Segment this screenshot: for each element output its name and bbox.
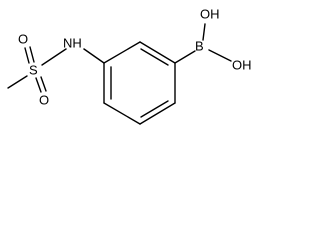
- oxygen-label-bottom: O: [39, 92, 49, 107]
- boron-hydroxyl-bond-1: [202, 23, 206, 41]
- hydroxyl-label-right: OH: [232, 57, 252, 72]
- ring-bond-4: [139, 102, 176, 125]
- ring-bond-5: [103, 102, 141, 125]
- ring-bond-2: [139, 41, 176, 64]
- sulfur-nitrogen-bond: [41, 48, 67, 66]
- bonds: [7, 23, 232, 125]
- methyl-sulfur-bond: [7, 75, 28, 89]
- ring-boron-bond: [174, 50, 196, 64]
- nitrogen-hydrogen-label: NH: [63, 35, 82, 50]
- sulfur-oxygen-double-bond-c: [35, 77, 42, 93]
- sulfur-oxygen-double-bond-d: [40, 76, 47, 92]
- ring-inner-bond-1: [140, 48, 169, 66]
- structure-diagram: S O O NH B OH OH: [7, 6, 252, 125]
- boron-hydroxyl-bond-2: [208, 49, 232, 62]
- sulfur-label: S: [29, 62, 38, 77]
- hydroxyl-label-top: OH: [200, 6, 220, 21]
- sulfur-oxygen-double-bond-a: [24, 47, 30, 64]
- ring-inner-bond-2: [140, 100, 169, 118]
- nitrogen-ring-bond: [83, 48, 105, 64]
- ring-bond-1: [103, 41, 141, 64]
- sulfur-oxygen-double-bond-b: [29, 46, 35, 63]
- oxygen-label-top: O: [18, 31, 28, 46]
- atom-labels: S O O NH B OH OH: [18, 6, 252, 107]
- boron-label: B: [195, 38, 204, 53]
